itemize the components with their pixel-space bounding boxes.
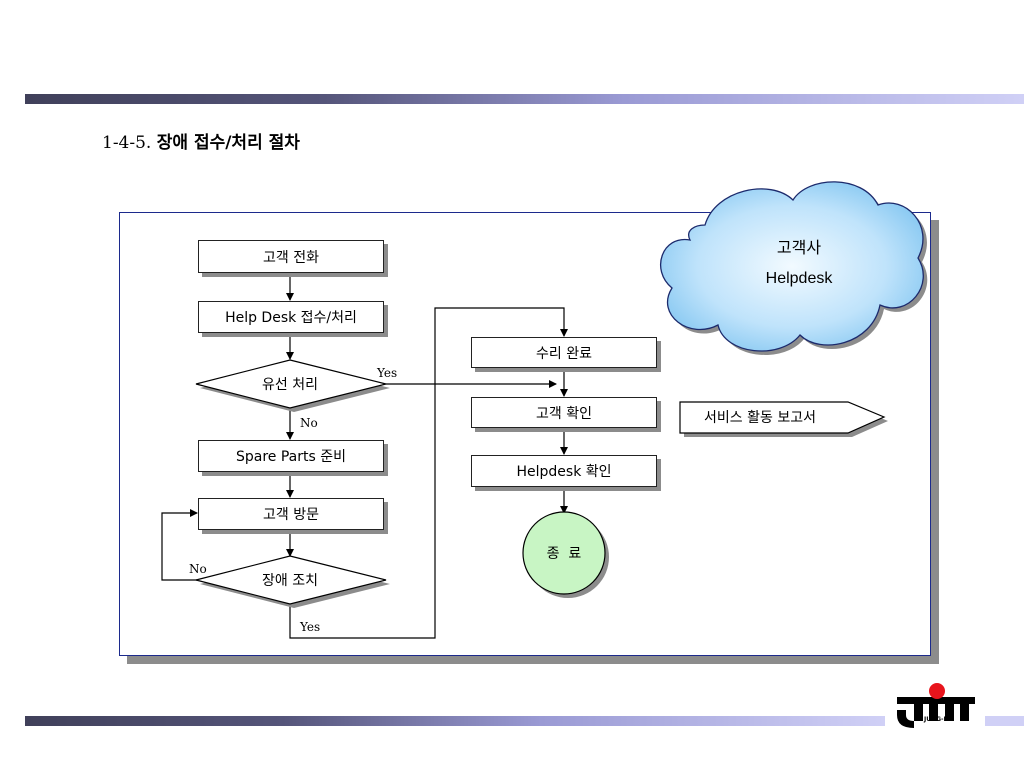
node-helpdesk-receive: Help Desk 접수/처리 [198, 301, 384, 333]
top-decor-bar [25, 94, 1024, 104]
cloud-line-2: Helpdesk [766, 270, 834, 287]
section-title: 장애 접수/처리 절차 [156, 133, 300, 153]
label-remote-yes: Yes [376, 366, 397, 380]
service-report-shape [679, 401, 886, 434]
edge-fault-no-loop [161, 509, 198, 581]
edge-fault-yes [289, 307, 568, 639]
remote-process-diamond [195, 359, 387, 409]
label-remote-no: No [300, 416, 318, 430]
node-customer-visit: 고객 방문 [198, 498, 384, 530]
fault-action-diamond [195, 555, 387, 605]
node-customer-call: 고객 전화 [198, 240, 384, 273]
logo-dot [929, 683, 945, 699]
end-circle [522, 511, 606, 595]
label-fault-no: No [189, 562, 207, 576]
cloud-line-1: 고객사 [777, 239, 821, 257]
page-title: 1-4-5. 장애 접수/처리 절차 [102, 128, 300, 153]
node-service-report: 서비스 활동 보고서 [704, 410, 816, 426]
node-remote-process: 유선 처리 [262, 377, 318, 393]
label-fault-yes: Yes [299, 620, 320, 634]
section-number: 1-4-5. [102, 133, 152, 153]
node-spare-parts: Spare Parts 준비 [198, 440, 384, 472]
bottom-decor-bar [25, 716, 885, 726]
node-repair-done: 수리 완료 [471, 337, 657, 368]
cloud-shape [660, 181, 924, 352]
node-helpdesk-confirm: Helpdesk 확인 [471, 455, 657, 487]
node-fault-action: 장애 조치 [262, 573, 318, 589]
company-logo [897, 697, 975, 728]
logo-text: JUNG-IL [924, 716, 950, 723]
bottom-decor-bar-end [985, 716, 1024, 726]
node-end: 종 료 [547, 546, 582, 562]
node-customer-confirm: 고객 확인 [471, 397, 657, 428]
